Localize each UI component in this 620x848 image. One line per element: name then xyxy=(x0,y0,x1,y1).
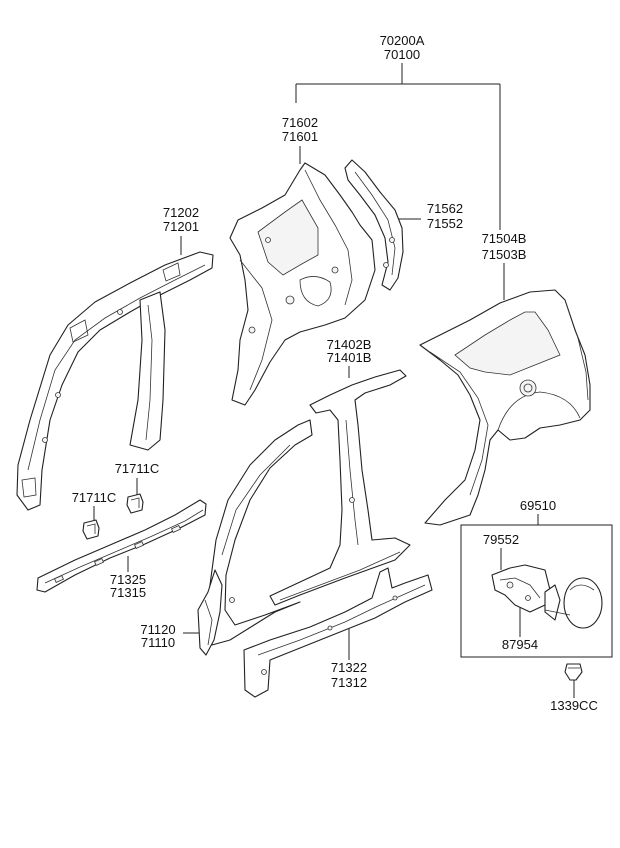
label-71711C-lower: 71711C xyxy=(72,490,117,505)
part-labels: 70200A 70100 71602 71601 71562 71552 712… xyxy=(72,33,598,713)
label-71552: 71552 xyxy=(427,216,463,231)
leader-bracket-70200A xyxy=(295,63,501,230)
label-87954: 87954 xyxy=(502,637,538,652)
label-71503B: 71503B xyxy=(482,247,527,262)
label-71602: 71602 xyxy=(282,115,318,130)
leader-lines xyxy=(93,63,575,698)
part-71711C-clips xyxy=(82,493,144,540)
label-71325: 71325 xyxy=(110,572,146,587)
label-71601: 71601 xyxy=(282,129,318,144)
label-71202: 71202 xyxy=(163,205,199,220)
label-71562: 71562 xyxy=(427,201,463,216)
label-71201: 71201 xyxy=(163,219,199,234)
label-71322: 71322 xyxy=(331,660,367,675)
part-rear-corner-reinforcement xyxy=(344,159,404,291)
label-1339CC: 1339CC xyxy=(550,698,598,713)
label-71120: 71120 xyxy=(140,622,175,637)
label-71110: 71110 xyxy=(141,635,175,650)
part-quarter-outer-panel xyxy=(419,289,591,526)
label-71401B: 71401B xyxy=(327,350,372,365)
label-79552: 79552 xyxy=(483,532,519,547)
part-front-lower-panel xyxy=(197,569,223,656)
part-fuel-filler-box xyxy=(460,524,613,658)
label-71312: 71312 xyxy=(331,675,367,690)
label-69510: 69510 xyxy=(520,498,556,513)
part-side-sill-inner xyxy=(36,499,207,593)
label-71315: 71315 xyxy=(110,585,146,600)
label-70100: 70100 xyxy=(384,47,420,62)
label-71402B: 71402B xyxy=(327,337,372,352)
part-front-pillar-rail xyxy=(16,251,214,511)
label-71504B: 71504B xyxy=(482,231,527,246)
label-71711C-upper: 71711C xyxy=(115,461,160,476)
part-rear-pillar-inner xyxy=(229,162,376,406)
fuel-filler-frame xyxy=(460,524,613,658)
label-70200A: 70200A xyxy=(380,33,425,48)
fuel-door xyxy=(563,577,603,629)
part-side-sill-outer xyxy=(243,567,433,698)
part-1339CC-screw xyxy=(564,663,583,681)
